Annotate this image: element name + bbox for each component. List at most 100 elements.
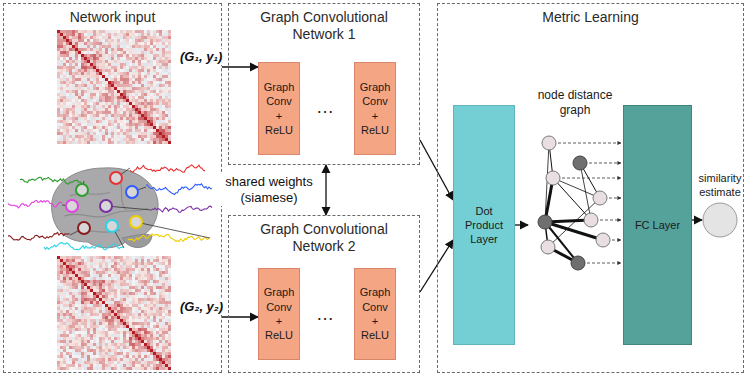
- matrix-cell: [165, 57, 168, 60]
- matrix-cell: [165, 120, 168, 123]
- matrix-cell: [66, 60, 69, 63]
- matrix-cell: [96, 48, 99, 51]
- matrix-cell: [147, 39, 150, 42]
- matrix-cell: [141, 256, 144, 259]
- matrix-cell: [165, 283, 168, 286]
- matrix-cell: [162, 283, 165, 286]
- matrix-cell: [60, 117, 63, 120]
- matrix-cell: [87, 75, 90, 78]
- matrix-cell: [75, 51, 78, 54]
- matrix-cell: [126, 45, 129, 48]
- matrix-cell: [147, 126, 150, 129]
- matrix-cell: [153, 132, 156, 135]
- matrix-cell: [72, 135, 75, 138]
- matrix-cell: [105, 54, 108, 57]
- matrix-cell: [156, 283, 159, 286]
- matrix-cell: [99, 81, 102, 84]
- matrix-cell: [72, 286, 75, 289]
- matrix-cell: [123, 63, 126, 66]
- matrix-cell: [69, 36, 72, 39]
- matrix-cell: [126, 66, 129, 69]
- matrix-cell: [150, 129, 153, 132]
- matrix-cell: [153, 54, 156, 57]
- matrix-cell: [78, 286, 81, 289]
- matrix-cell: [168, 138, 171, 141]
- matrix-cell: [165, 138, 168, 141]
- matrix-cell: [111, 256, 114, 259]
- matrix-cell: [60, 75, 63, 78]
- matrix-cell: [156, 102, 159, 105]
- matrix-cell: [75, 277, 78, 280]
- matrix-cell: [150, 54, 153, 57]
- matrix-cell: [78, 99, 81, 102]
- matrix-cell: [102, 105, 105, 108]
- matrix-cell: [81, 105, 84, 108]
- matrix-cell: [105, 141, 108, 144]
- matrix-cell: [96, 51, 99, 54]
- matrix-cell: [114, 87, 117, 90]
- matrix-cell: [114, 271, 117, 274]
- matrix-cell: [144, 39, 147, 42]
- matrix-cell: [156, 292, 159, 295]
- matrix-cell: [138, 33, 141, 36]
- matrix-cell: [75, 48, 78, 51]
- matrix-cell: [81, 262, 84, 265]
- matrix-cell: [69, 60, 72, 63]
- matrix-cell: [111, 87, 114, 90]
- matrix-cell: [156, 57, 159, 60]
- matrix-cell: [111, 63, 114, 66]
- matrix-cell: [123, 105, 126, 108]
- matrix-cell: [138, 283, 141, 286]
- matrix-cell: [93, 54, 96, 57]
- matrix-cell: [168, 256, 171, 259]
- matrix-cell: [57, 283, 60, 286]
- matrix-cell: [147, 280, 150, 283]
- matrix-cell: [117, 120, 120, 123]
- matrix-cell: [123, 256, 126, 259]
- matrix-cell: [63, 63, 66, 66]
- matrix-cell: [123, 268, 126, 271]
- matrix-cell: [117, 63, 120, 66]
- matrix-cell: [150, 30, 153, 33]
- matrix-cell: [168, 274, 171, 277]
- matrix-cell: [81, 108, 84, 111]
- matrix-cell: [81, 141, 84, 144]
- matrix-cell: [168, 126, 171, 129]
- matrix-cell: [126, 78, 129, 81]
- matrix-cell: [159, 292, 162, 295]
- matrix-cell: [114, 129, 117, 132]
- matrix-cell: [69, 45, 72, 48]
- matrix-cell: [78, 57, 81, 60]
- matrix-cell: [156, 96, 159, 99]
- matrix-cell: [135, 132, 138, 135]
- matrix-cell: [162, 256, 165, 259]
- matrix-cell: [99, 138, 102, 141]
- matrix-cell: [60, 36, 63, 39]
- matrix-cell: [135, 36, 138, 39]
- matrix-cell: [165, 280, 168, 283]
- matrix-cell: [135, 259, 138, 262]
- matrix-cell: [84, 87, 87, 90]
- matrix-cell: [84, 33, 87, 36]
- matrix-cell: [120, 274, 123, 277]
- matrix-cell: [153, 120, 156, 123]
- matrix-cell: [78, 60, 81, 63]
- matrix-cell: [117, 277, 120, 280]
- matrix-cell: [117, 295, 120, 298]
- matrix-cell: [81, 280, 84, 283]
- matrix-cell: [105, 60, 108, 63]
- matrix-cell: [72, 33, 75, 36]
- matrix-cell: [90, 81, 93, 84]
- matrix-cell: [156, 138, 159, 141]
- matrix-cell: [93, 30, 96, 33]
- matrix-cell: [120, 268, 123, 271]
- matrix-cell: [147, 138, 150, 141]
- matrix-cell: [111, 45, 114, 48]
- matrix-cell: [114, 256, 117, 259]
- matrix-cell: [75, 108, 78, 111]
- matrix-cell: [138, 48, 141, 51]
- matrix-cell: [81, 42, 84, 45]
- matrix-cell: [90, 42, 93, 45]
- matrix-cell: [129, 39, 132, 42]
- matrix-cell: [102, 30, 105, 33]
